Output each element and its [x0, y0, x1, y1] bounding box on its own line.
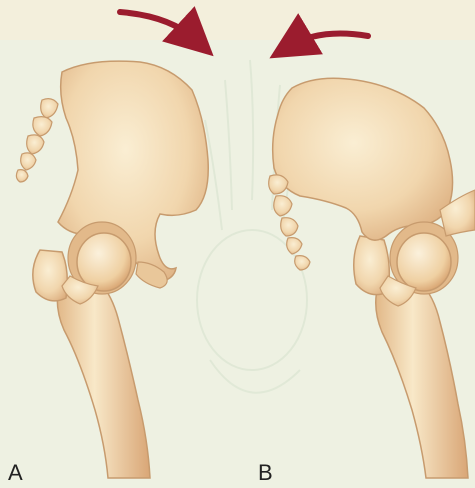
greater-trochanter-a: [33, 250, 68, 301]
rotation-arrow-a: [120, 12, 196, 40]
panel-label-a: A: [8, 462, 23, 484]
panel-label-b: B: [258, 462, 273, 484]
femoral-head-b: [397, 233, 451, 291]
